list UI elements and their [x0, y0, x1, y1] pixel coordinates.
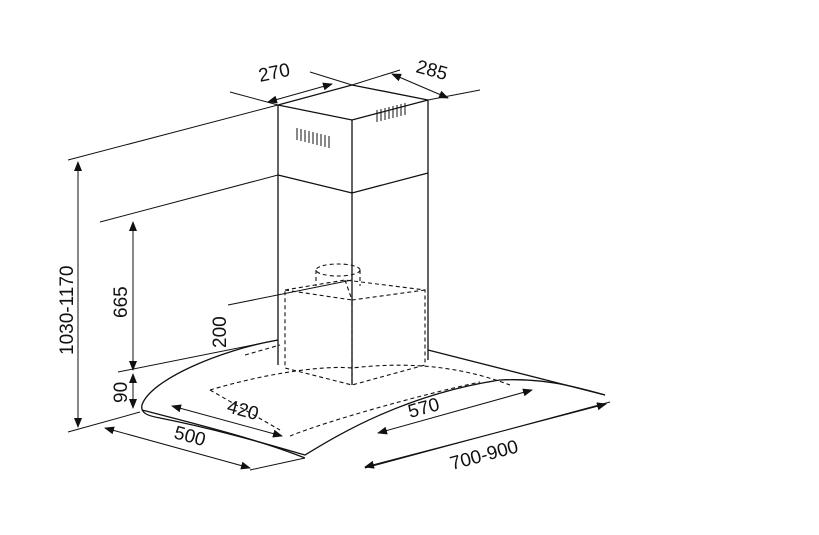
dim-420: 420: [225, 397, 261, 425]
dim-285: 285: [414, 57, 450, 85]
dim-200: 200: [210, 316, 231, 348]
dimension-arrows: [74, 73, 607, 470]
chimney: [277, 84, 429, 385]
dim-665: 665: [111, 286, 132, 318]
dim-270: 270: [257, 60, 292, 87]
vent-left-icon: [296, 128, 330, 148]
canopy: [141, 339, 606, 459]
motor-box: [284, 263, 426, 386]
dim-1030-1170: 1030-1170: [57, 266, 78, 355]
dim-90: 90: [111, 382, 132, 403]
extension-lines: [67, 69, 611, 471]
vent-right-icon: [376, 103, 406, 122]
